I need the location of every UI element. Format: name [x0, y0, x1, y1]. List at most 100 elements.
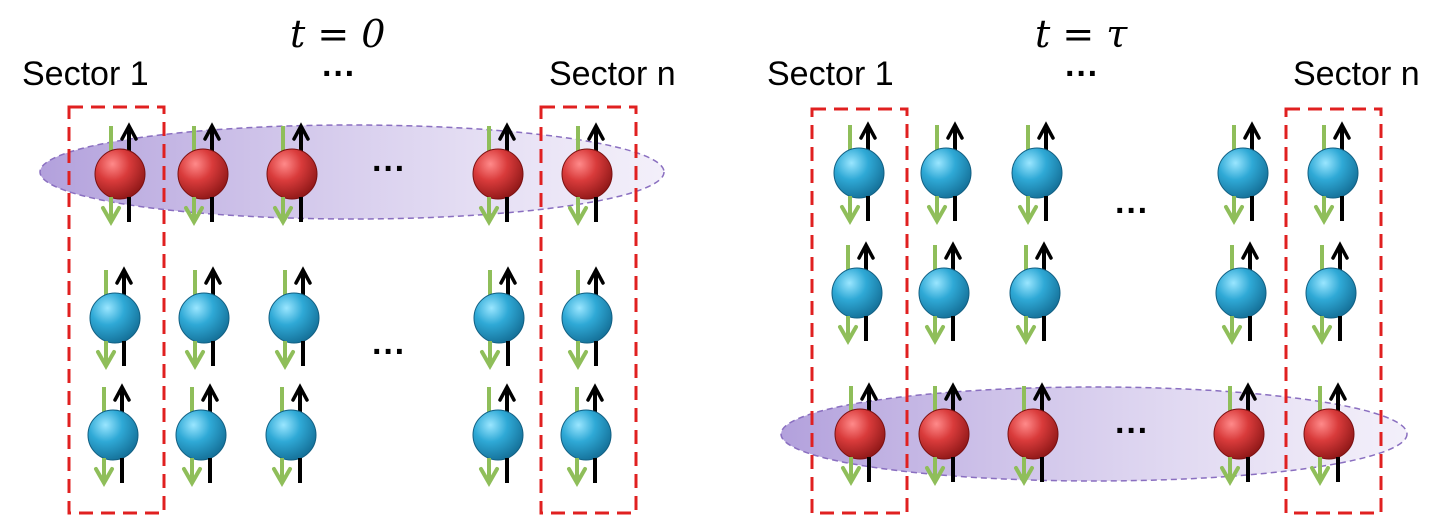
blue-sphere: [1305, 267, 1357, 319]
spin-down-arrowhead: [184, 206, 204, 227]
blue-sphere: [268, 292, 320, 344]
spin-down-arrowhead: [182, 467, 202, 488]
spin-up-arrowhead: [944, 241, 962, 260]
spin-down-arrowhead: [567, 467, 587, 488]
spin-up-arrowhead: [587, 266, 605, 285]
spin-up-arrowhead: [115, 266, 133, 285]
red-sphere: [561, 148, 613, 200]
blue-particle: [918, 241, 970, 346]
red-particle: [1007, 382, 1059, 487]
blue-particle: [1009, 241, 1061, 346]
red-sphere: [94, 148, 146, 200]
red-sphere: [472, 148, 524, 200]
blue-particle: [920, 121, 972, 226]
spin-up-arrowhead: [1033, 382, 1051, 401]
spin-down-arrowhead: [838, 325, 858, 346]
spin-up-arrowhead: [120, 122, 138, 141]
sector-ellipsis: ···: [322, 55, 356, 93]
spin-up-arrowhead: [860, 382, 878, 401]
blue-sphere: [1215, 267, 1267, 319]
spin-up-arrowhead: [204, 266, 222, 285]
blue-particle: [560, 383, 612, 488]
blue-sphere: [1009, 267, 1061, 319]
spin-down-arrowhead: [840, 205, 860, 226]
spin-down-arrowhead: [568, 206, 588, 227]
blue-sphere: [561, 292, 613, 344]
spin-up-arrowhead: [499, 266, 517, 285]
spin-up-arrowhead: [1037, 121, 1055, 140]
spin-up-arrowhead: [1329, 382, 1347, 401]
spin-up-arrowhead: [1241, 241, 1259, 260]
row-ellipsis: ···: [1115, 192, 1149, 230]
spin-up-arrowhead: [586, 383, 604, 402]
blue-sphere: [918, 267, 970, 319]
red-sphere: [266, 148, 318, 200]
red-sphere: [834, 408, 886, 460]
spin-down-arrowhead: [1014, 466, 1034, 487]
red-particle: [1213, 382, 1265, 487]
blue-particle: [1217, 121, 1269, 226]
spin-down-arrowhead: [1222, 325, 1242, 346]
spin-up-arrowhead: [946, 121, 964, 140]
red-particle: [1303, 382, 1355, 487]
spin-down-arrowhead: [925, 325, 945, 346]
spin-up-arrowhead: [1239, 382, 1257, 401]
spin-up-arrowhead: [587, 122, 605, 141]
blue-sphere: [1307, 147, 1359, 199]
spin-up-arrowhead: [944, 382, 962, 401]
spin-down-arrowhead: [94, 467, 114, 488]
panel-ttau: t = τ Sector 1 ··· Sector n ··· ···: [767, 12, 1420, 515]
particle-grid: [87, 122, 613, 488]
sector-1-label: Sector 1: [22, 55, 149, 93]
blue-sphere: [472, 409, 524, 461]
blue-particle: [178, 266, 230, 371]
row-ellipsis: ···: [1115, 412, 1149, 450]
red-particle: [918, 382, 970, 487]
spin-up-arrowhead: [201, 383, 219, 402]
spin-up-arrowhead: [292, 122, 310, 141]
sector-ellipsis: ···: [1065, 55, 1099, 93]
blue-particle: [265, 383, 317, 488]
spin-up-arrowhead: [1035, 241, 1053, 260]
blue-particle: [561, 266, 613, 371]
red-sphere: [1303, 408, 1355, 460]
row-ellipsis: ···: [372, 150, 406, 188]
spin-down-arrowhead: [1018, 205, 1038, 226]
red-particle: [177, 122, 229, 227]
blue-particle: [1215, 241, 1267, 346]
spin-down-arrowhead: [479, 206, 499, 227]
sector-1-box: [67, 105, 166, 515]
blue-sphere: [175, 409, 227, 461]
spin-down-arrowhead: [927, 205, 947, 226]
spin-down-arrowhead: [101, 206, 121, 227]
row-ellipsis: ···: [372, 333, 406, 371]
spin-up-arrowhead: [203, 122, 221, 141]
blue-particle: [1305, 241, 1357, 346]
blue-particle: [833, 121, 885, 226]
blue-sphere: [831, 267, 883, 319]
time-label-t0: t = 0: [290, 12, 385, 56]
spin-down-arrowhead: [1314, 205, 1334, 226]
spin-down-arrowhead: [479, 467, 499, 488]
spin-down-arrowhead: [1016, 325, 1036, 346]
time-label-ttau: t = τ: [1035, 12, 1128, 56]
red-sphere: [1213, 408, 1265, 460]
spin-down-arrowhead: [1220, 466, 1240, 487]
sector-n-box: [1284, 107, 1383, 515]
blue-sphere: [265, 409, 317, 461]
red-particle: [266, 122, 318, 227]
spin-up-arrowhead: [498, 122, 516, 141]
blue-particle: [89, 266, 141, 371]
red-sphere: [177, 148, 229, 200]
spin-down-arrowhead: [841, 466, 861, 487]
blue-particle: [87, 383, 139, 488]
blue-sphere: [473, 292, 525, 344]
blue-sphere: [920, 147, 972, 199]
spin-up-arrowhead: [857, 241, 875, 260]
spin-down-arrowhead: [272, 467, 292, 488]
sector-1-label: Sector 1: [767, 55, 894, 93]
spin-down-arrowhead: [1310, 466, 1330, 487]
spin-down-arrowhead: [568, 350, 588, 371]
spin-down-arrowhead: [185, 350, 205, 371]
blue-particle: [472, 383, 524, 488]
